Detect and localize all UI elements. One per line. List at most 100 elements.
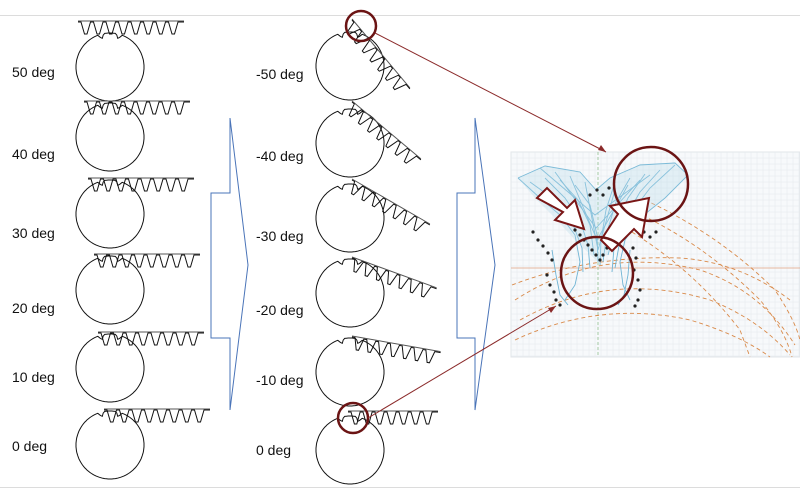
result-plot: [510, 145, 800, 358]
mid-label-m50: -50 deg: [256, 66, 304, 82]
mid-label-m20: -20 deg: [256, 302, 304, 318]
mid-gear-assembly-1: [315, 100, 422, 178]
control-point: [546, 251, 550, 255]
control-point: [598, 258, 602, 262]
control-point: [648, 235, 652, 239]
mid-gear-5: [315, 415, 385, 485]
control-point: [607, 186, 611, 190]
mid-gear-3: [315, 258, 385, 328]
control-point: [601, 193, 605, 197]
mid-rack-0: [346, 19, 411, 91]
control-point: [558, 303, 562, 307]
highlight-circle-small-top: [344, 9, 378, 43]
mid-rack-5: [348, 411, 438, 425]
mid-gear-assembly-4: [315, 335, 441, 407]
control-point: [588, 193, 592, 197]
left-gear-assembly-0: [75, 20, 184, 102]
left-label-10: 10 deg: [12, 369, 55, 385]
left-gear-assembly-2: [75, 177, 194, 249]
left-label-30: 30 deg: [12, 225, 55, 241]
up-right-block-arrow: [599, 196, 651, 253]
mid-gear-2: [315, 183, 385, 253]
left-gear-3: [75, 255, 145, 325]
connector-line-top: [374, 32, 607, 153]
control-point: [531, 230, 535, 234]
left-gear-column: [75, 20, 210, 480]
control-point: [636, 298, 640, 302]
left-gear-assembly-4: [75, 331, 204, 403]
control-point: [578, 233, 582, 237]
left-label-0: 0 deg: [12, 438, 48, 454]
flow-arrow-1: [210, 117, 249, 411]
mid-rack-line-3: [351, 256, 437, 289]
connector-line-bottom: [367, 305, 557, 419]
control-point: [601, 253, 605, 257]
mid-rack-line-2: [351, 178, 431, 225]
control-point: [634, 256, 638, 260]
control-point: [595, 188, 599, 192]
control-point: [636, 278, 640, 282]
control-point: [536, 238, 540, 242]
left-rack-1: [84, 101, 190, 115]
left-rack-3: [94, 254, 200, 268]
highlight-circle-top: [612, 145, 690, 223]
left-gear-0: [75, 32, 145, 102]
control-point: [586, 243, 590, 247]
mid-rack-line-1: [351, 100, 422, 160]
control-point: [590, 248, 594, 252]
mid-label-0: 0 deg: [256, 442, 292, 458]
mid-gear-assembly-2: [315, 178, 431, 253]
left-label-20: 20 deg: [12, 300, 55, 316]
left-gear-assembly-1: [75, 100, 190, 172]
control-point: [552, 290, 556, 294]
mid-rack-line-4: [351, 335, 441, 353]
left-gear-5: [75, 410, 145, 480]
left-gear-assembly-5: [75, 408, 210, 480]
mid-gear-assembly-3: [315, 256, 437, 328]
left-gear-1: [75, 102, 145, 172]
orange-curves: [511, 199, 800, 358]
mid-rack-line-0: [351, 18, 411, 89]
mid-gear-0: [315, 31, 385, 101]
left-gear-4: [75, 333, 145, 403]
left-label-50: 50 deg: [12, 64, 55, 80]
mid-gear-1: [315, 108, 385, 178]
control-point: [638, 288, 642, 292]
control-point: [554, 298, 558, 302]
connector-arrowhead-top: [598, 145, 606, 152]
connector-arrowhead-bottom: [548, 306, 556, 313]
control-points: [531, 186, 658, 308]
top-border: [0, 15, 800, 16]
mid-rack-3: [351, 257, 437, 298]
control-point: [631, 246, 635, 250]
left-rack-5: [104, 409, 210, 423]
control-point: [633, 304, 637, 308]
mid-label-m30: -30 deg: [256, 228, 304, 244]
control-point: [573, 228, 577, 232]
highlight-circle-bottom: [559, 235, 635, 311]
control-point: [654, 230, 658, 234]
control-point: [545, 273, 549, 277]
blue-fill-region: [518, 163, 688, 262]
control-point: [594, 253, 598, 257]
control-point: [550, 258, 554, 262]
mid-rack-4: [351, 336, 441, 364]
left-gear-2: [75, 179, 145, 249]
left-gear-assembly-3: [75, 253, 200, 325]
mid-gear-assembly-0: [315, 18, 411, 101]
left-rack-0: [78, 21, 184, 35]
mid-label-m40: -40 deg: [256, 148, 304, 164]
left-rack-4: [98, 332, 204, 346]
mid-rack-2: [350, 179, 431, 232]
mid-gear-4: [315, 337, 385, 407]
plot-grid: [510, 151, 800, 357]
bottom-border: [0, 487, 800, 488]
mid-gear-assembly-5: [315, 410, 438, 485]
control-point: [541, 244, 545, 248]
left-rack-2: [88, 178, 194, 192]
flow-arrow-2: [456, 117, 496, 411]
mid-rack-1: [348, 101, 422, 164]
down-right-block-arrow: [535, 186, 586, 231]
control-point: [548, 283, 552, 287]
